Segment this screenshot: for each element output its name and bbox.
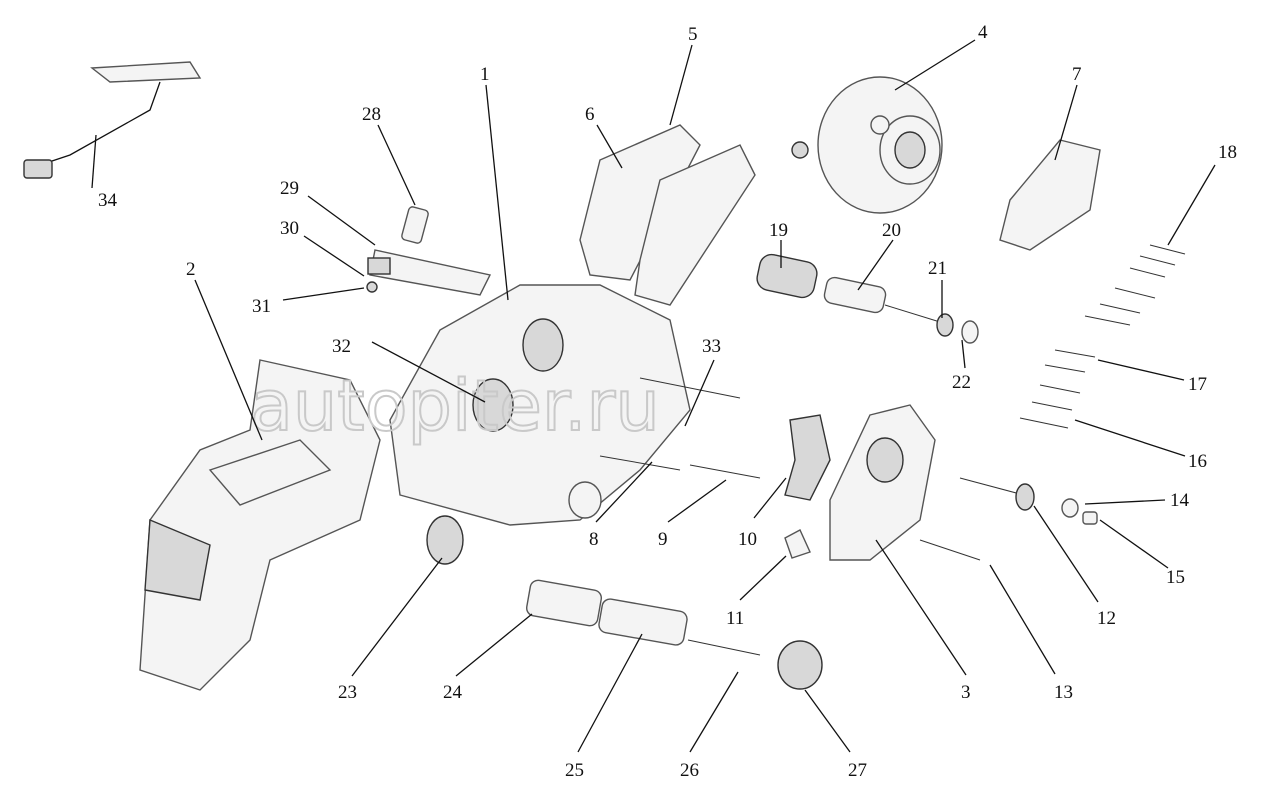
part-label-30: 30 bbox=[280, 218, 299, 239]
upper-guide-pin-drawing bbox=[756, 253, 979, 344]
watermark: autopiter.ru bbox=[250, 365, 660, 447]
brake-chamber-drawing bbox=[791, 76, 943, 214]
part-label-2: 2 bbox=[186, 259, 196, 280]
long-bolts-drawing bbox=[1084, 244, 1186, 326]
part-label-11: 11 bbox=[726, 608, 744, 629]
part-label-19: 19 bbox=[769, 220, 788, 241]
part-label-21: 21 bbox=[928, 258, 947, 279]
part-label-9: 9 bbox=[658, 529, 668, 550]
part-label-3: 3 bbox=[961, 682, 971, 703]
part-label-13: 13 bbox=[1054, 682, 1073, 703]
part-label-27: 27 bbox=[848, 760, 867, 781]
part-labels: 1 2 3 4 5 6 7 8 9 10 11 12 13 14 15 16 1… bbox=[98, 22, 1237, 781]
part-label-17: 17 bbox=[1188, 374, 1207, 395]
part-label-7: 7 bbox=[1072, 64, 1082, 85]
part-label-14: 14 bbox=[1170, 490, 1190, 511]
leader-lines bbox=[91, 39, 1216, 753]
part-label-22: 22 bbox=[952, 372, 971, 393]
caliper-housing-drawing bbox=[389, 284, 691, 526]
lever-drawing bbox=[784, 414, 831, 559]
brake-pads-drawing bbox=[579, 124, 756, 306]
adjuster-shaft-drawing bbox=[919, 477, 1098, 561]
part-label-28: 28 bbox=[362, 104, 381, 125]
part-label-15: 15 bbox=[1166, 567, 1185, 588]
sensor-harness-drawing bbox=[23, 61, 202, 179]
part-label-1: 1 bbox=[480, 64, 490, 85]
adjuster-plate-drawing bbox=[999, 139, 1101, 251]
part-label-8: 8 bbox=[589, 529, 599, 550]
part-label-6: 6 bbox=[585, 104, 595, 125]
part-label-32: 32 bbox=[332, 336, 351, 357]
part-label-16: 16 bbox=[1188, 451, 1207, 472]
part-label-20: 20 bbox=[882, 220, 901, 241]
part-label-5: 5 bbox=[688, 24, 698, 45]
part-label-4: 4 bbox=[978, 22, 988, 43]
lower-guide-pin-drawing bbox=[426, 515, 823, 690]
part-label-23: 23 bbox=[338, 682, 357, 703]
caliper-cover-drawing bbox=[829, 404, 936, 561]
spindles-drawing bbox=[599, 377, 761, 479]
wear-indicator-drawing bbox=[366, 206, 492, 296]
part-label-10: 10 bbox=[738, 529, 757, 550]
part-label-24: 24 bbox=[443, 682, 463, 703]
part-label-18: 18 bbox=[1218, 142, 1237, 163]
short-bolts-drawing bbox=[1019, 349, 1096, 429]
part-label-26: 26 bbox=[680, 760, 699, 781]
part-label-31: 31 bbox=[252, 296, 271, 317]
part-label-33: 33 bbox=[702, 336, 721, 357]
caliper-carrier-drawing bbox=[139, 359, 381, 691]
part-label-29: 29 bbox=[280, 178, 299, 199]
part-label-25: 25 bbox=[565, 760, 584, 781]
part-label-34: 34 bbox=[98, 190, 118, 211]
part-label-12: 12 bbox=[1097, 608, 1116, 629]
